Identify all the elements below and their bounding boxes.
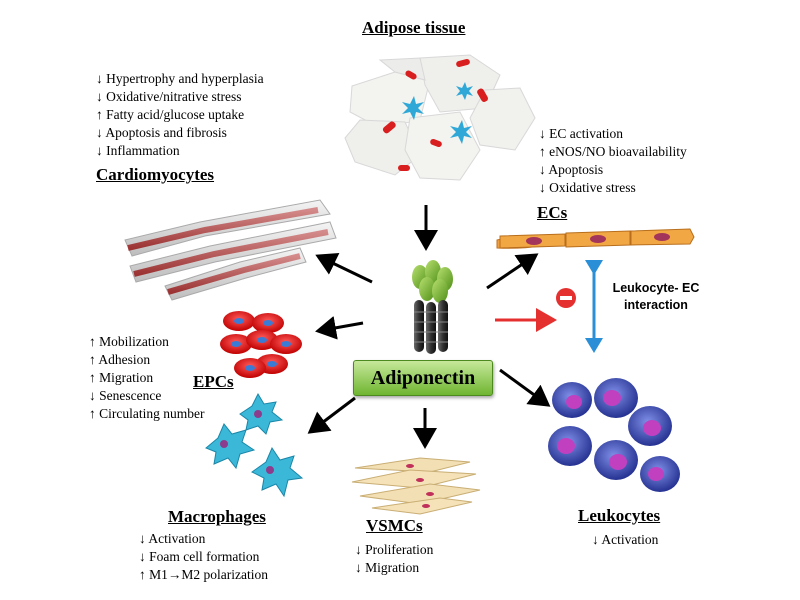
epcs-effect: ↑ Mobilization (89, 334, 169, 349)
leukocytes-title: Leukocytes (578, 506, 661, 525)
epcs-title: EPCs (193, 372, 234, 391)
epcs-effect: ↑ Migration (89, 370, 154, 385)
leukocyte-effect: ↓ Activation (592, 532, 659, 547)
leukocyte-ec-interaction-label: Leukocyte- EC interaction (606, 280, 706, 314)
cardio-effect: ↓ Hypertrophy and hyperplasia (96, 71, 264, 86)
epcs-effect: ↑ Adhesion (89, 352, 151, 367)
macrophages-illustration (205, 392, 304, 498)
arrow-to-macrophages (307, 396, 356, 434)
epcs-illustration (220, 311, 302, 378)
cardio-effect: ↓ Inflammation (96, 143, 180, 158)
epcs-effects: ↑ Mobilization ↑ Adhesion ↑ Migration ↓ … (89, 333, 204, 423)
cardiomyocytes-effects: ↓ Hypertrophy and hyperplasia ↓ Oxidativ… (96, 70, 264, 160)
cardio-effect: ↓ Apoptosis and fibrosis (96, 125, 227, 140)
arrow-to-ecs (486, 253, 539, 290)
macrophages-title: Macrophages (168, 507, 266, 526)
ecs-effects: ↓ EC activation ↑ eNOS/NO bioavailabilit… (539, 125, 687, 197)
vsmcs-effect: ↓ Migration (355, 560, 420, 575)
cardiomyocytes-title: Cardiomyocytes (96, 165, 215, 184)
interaction-line-1: Leukocyte- EC (612, 281, 700, 295)
cardio-effect: ↑ Fatty acid/glucose uptake (96, 107, 245, 122)
macrophage-effect: ↓ Activation (139, 531, 206, 546)
cardio-effect: ↓ Oxidative/nitrative stress (96, 89, 242, 104)
adipose-tissue-illustration (344, 54, 536, 181)
leukocytes-illustration (548, 378, 680, 492)
leukocytes-effects: ↓ Activation (592, 531, 658, 549)
inhibition-icon (556, 288, 576, 308)
ecs-effect: ↓ EC activation (539, 126, 623, 141)
vsmcs-effects: ↓ Proliferation ↓ Migration (355, 541, 433, 577)
macrophages-effects: ↓ Activation ↓ Foam cell formation ↑ M1→… (139, 530, 268, 584)
epcs-effect: ↓ Senescence (89, 388, 162, 403)
arrow-to-epcs (315, 316, 364, 340)
arrow-to-leukocytes (499, 368, 551, 407)
cardiomyocytes-illustration (124, 199, 337, 301)
macrophage-effect: ↓ Foam cell formation (139, 549, 260, 564)
adiponectin-protein-icon (412, 260, 453, 354)
macrophage-effect: ↑ M1→M2 polarization (139, 567, 268, 582)
adipose-tissue-title: Adipose tissue (362, 18, 466, 37)
vsmcs-illustration (351, 457, 481, 515)
ecs-title: ECs (537, 203, 568, 222)
vsmcs-title: VSMCs (366, 516, 423, 535)
endothelial-cells-illustration (496, 228, 695, 249)
ecs-effect: ↓ Oxidative stress (539, 180, 636, 195)
epcs-effect: ↑ Circulating number (89, 406, 205, 421)
ecs-effect: ↓ Apoptosis (539, 162, 604, 177)
adiponectin-label-box: Adiponectin (353, 360, 493, 396)
arrow-to-cardiomyocytes (315, 252, 373, 284)
interaction-line-2: interaction (624, 298, 688, 312)
adiponectin-label: Adiponectin (370, 366, 476, 389)
vsmcs-effect: ↓ Proliferation (355, 542, 434, 557)
ecs-effect: ↑ eNOS/NO bioavailability (539, 144, 687, 159)
